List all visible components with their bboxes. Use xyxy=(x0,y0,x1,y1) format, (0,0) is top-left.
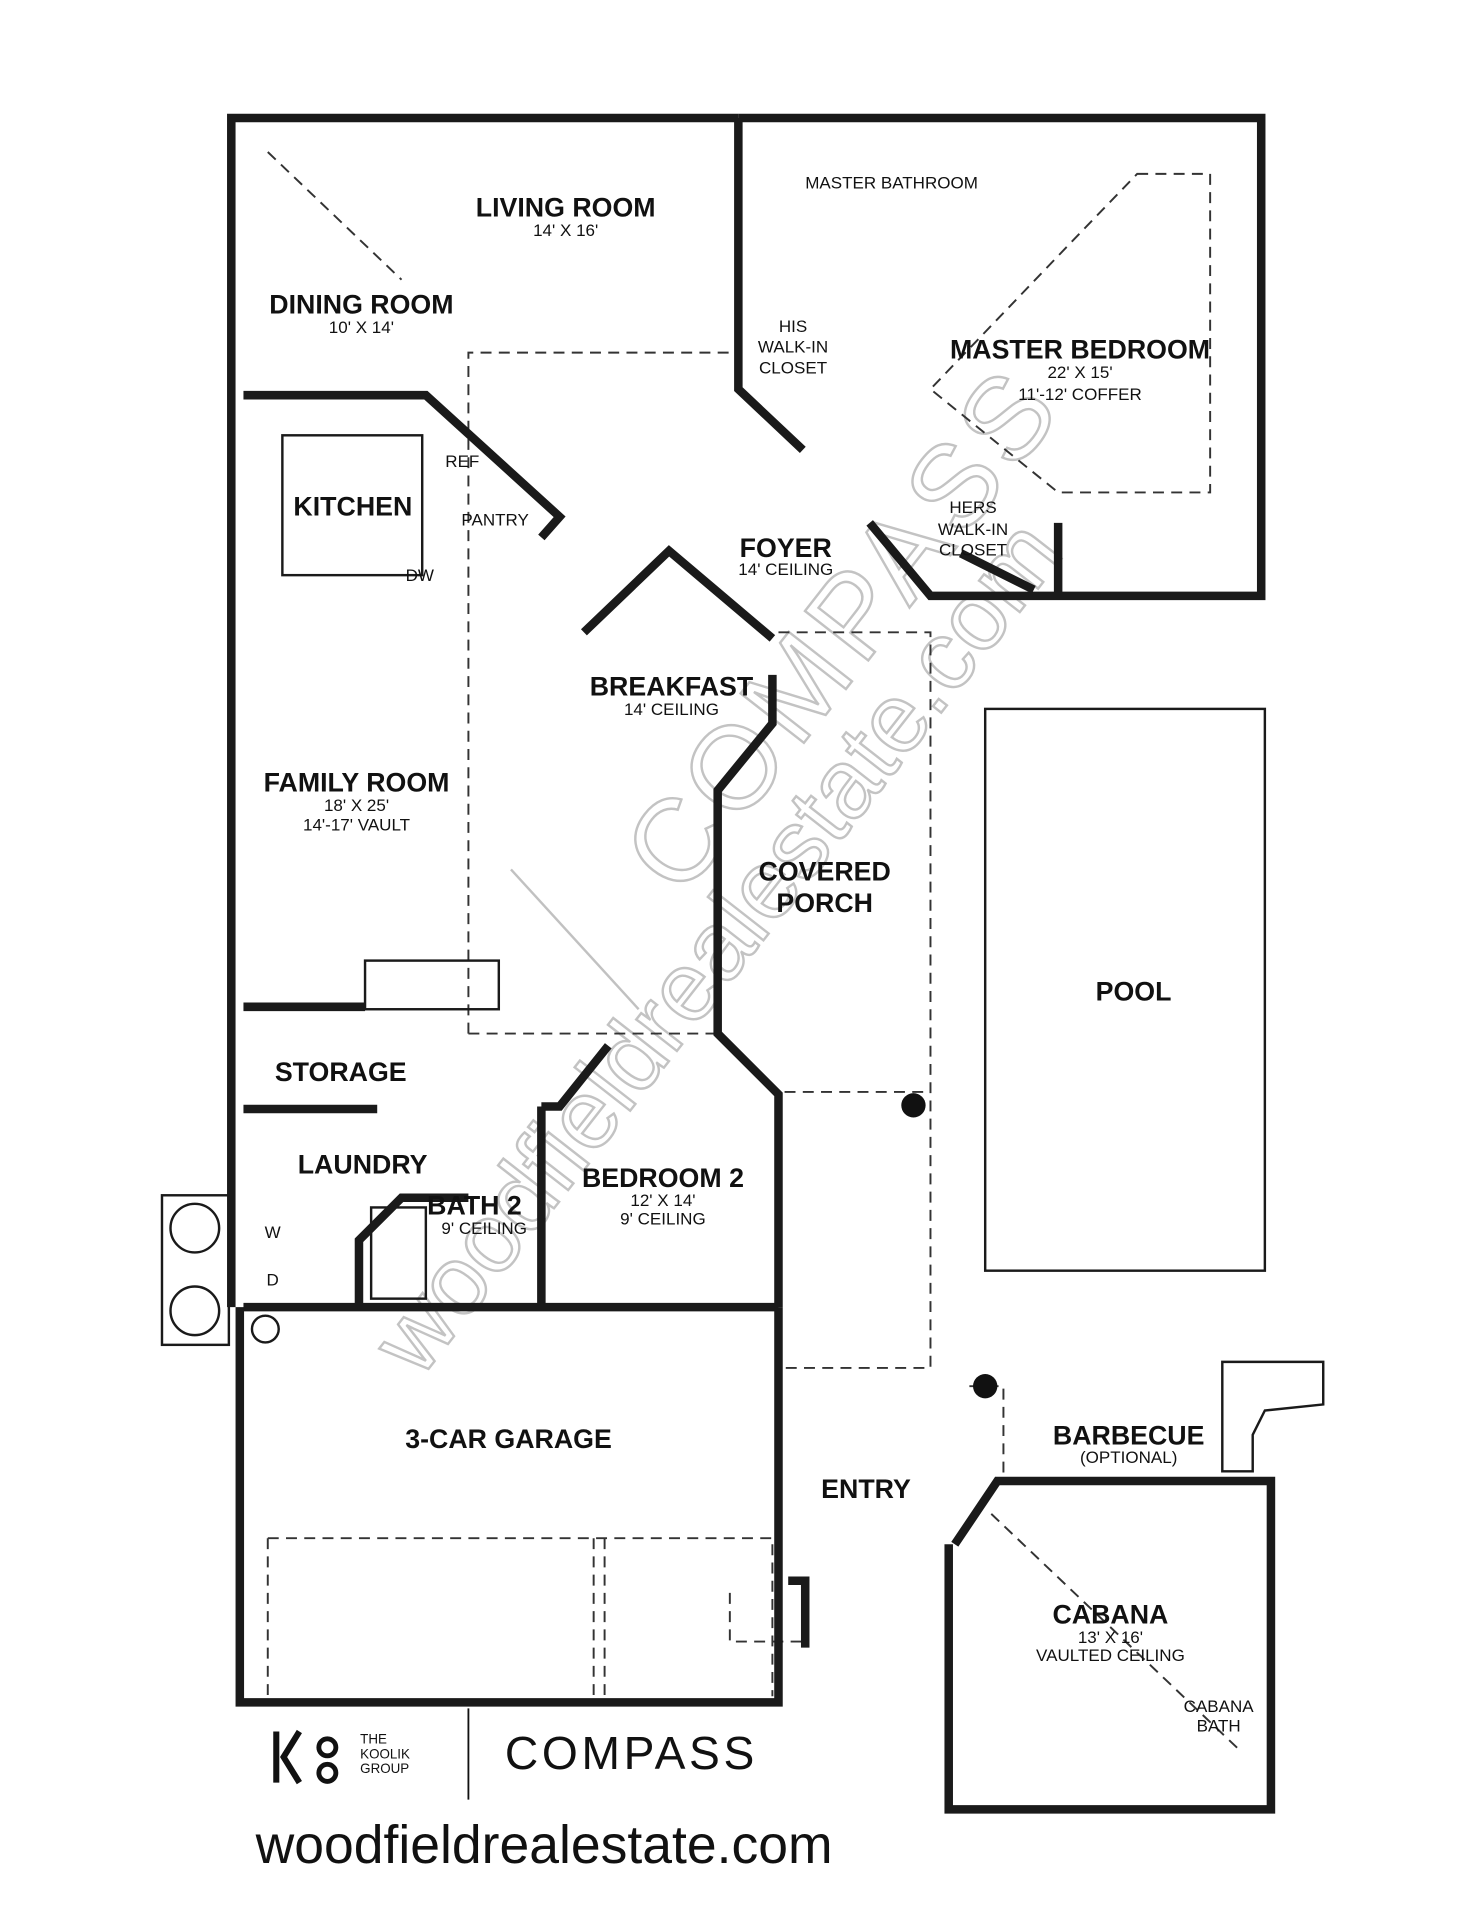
pool xyxy=(983,707,1267,1272)
compass-logo: COMPASS xyxy=(505,1727,758,1779)
website-text: woodfieldrealestate.com xyxy=(255,1816,833,1875)
dashed-lines xyxy=(266,151,1242,1752)
foyer-ceiling: 14' CEILING xyxy=(738,560,833,579)
cabana-bath-label-2: BATH xyxy=(1197,1717,1241,1736)
hers-closet-label-2: WALK-IN xyxy=(938,520,1008,539)
bedroom2-ceiling: 9' CEILING xyxy=(620,1209,706,1228)
his-closet-label-1: HIS xyxy=(779,317,807,336)
pantry-label: PANTRY xyxy=(461,510,528,529)
hers-closet-label-1: HERS xyxy=(949,498,996,517)
master-bathroom-label: MASTER BATHROOM xyxy=(805,173,978,192)
breakfast-ceiling: 14' CEILING xyxy=(624,700,719,719)
barbecue-note: (OPTIONAL) xyxy=(1080,1448,1177,1467)
kitchen-label: KITCHEN xyxy=(293,492,412,522)
cabana-label: CABANA xyxy=(1052,1599,1168,1629)
dryer-label: D xyxy=(266,1270,278,1289)
barbecue-label: BARBECUE xyxy=(1053,1421,1205,1451)
master-bedroom-size: 22' X 15' xyxy=(1047,363,1112,382)
entry-label: ENTRY xyxy=(821,1474,911,1504)
storage-label: STORAGE xyxy=(275,1057,407,1087)
covered-porch-label-1: COVERED xyxy=(759,856,891,886)
group-line-3: GROUP xyxy=(360,1761,409,1776)
breakfast-label: BREAKFAST xyxy=(590,672,754,702)
covered-porch-label-2: PORCH xyxy=(776,888,873,918)
master-bedroom-label: MASTER BEDROOM xyxy=(950,335,1210,365)
hers-closet-label-3: CLOSET xyxy=(939,541,1007,560)
bedroom2-size: 12' X 14' xyxy=(630,1191,695,1210)
room-labels: LIVING ROOM 14' X 16' DINING ROOM 10' X … xyxy=(264,173,1255,1735)
group-line-2: KOOLIK xyxy=(360,1746,410,1761)
pool-label: POOL xyxy=(1096,977,1172,1007)
dw-label: DW xyxy=(406,566,434,585)
his-closet-label-2: WALK-IN xyxy=(758,338,828,357)
garage-label: 3-CAR GARAGE xyxy=(405,1424,612,1454)
dining-room-label: DINING ROOM xyxy=(269,290,453,320)
foyer-label: FOYER xyxy=(740,533,832,563)
family-room-size: 18' X 25' xyxy=(324,796,389,815)
family-room-ceiling: 14'-17' VAULT xyxy=(303,816,410,835)
living-room-label: LIVING ROOM xyxy=(476,192,656,222)
walls xyxy=(227,113,1276,1814)
family-room-label: FAMILY ROOM xyxy=(264,768,450,798)
ref-label: REF xyxy=(445,452,479,471)
washer-label: W xyxy=(265,1223,281,1242)
fixtures xyxy=(160,434,1325,1473)
cabana-ceiling: VAULTED CEILING xyxy=(1036,1646,1185,1665)
group-line-1: THE xyxy=(360,1732,387,1747)
laundry-label: LAUNDRY xyxy=(298,1149,428,1179)
cabana-bath-label-1: CABANA xyxy=(1184,1697,1255,1716)
cabana-size: 13' X 16' xyxy=(1078,1628,1143,1647)
his-closet-label-3: CLOSET xyxy=(759,358,827,377)
bath2-label: BATH 2 xyxy=(427,1191,522,1221)
bedroom2-label: BEDROOM 2 xyxy=(582,1163,744,1193)
master-bedroom-ceiling: 11'-12' COFFER xyxy=(1018,385,1141,404)
dining-room-size: 10' X 14' xyxy=(329,318,394,337)
footer-logos: THE KOOLIK GROUP COMPASS woodfieldreales… xyxy=(255,1708,833,1875)
living-room-size: 14' X 16' xyxy=(533,221,598,240)
koolik-group-logo: THE KOOLIK GROUP xyxy=(273,1729,410,1785)
bath2-ceiling: 9' CEILING xyxy=(441,1219,527,1238)
